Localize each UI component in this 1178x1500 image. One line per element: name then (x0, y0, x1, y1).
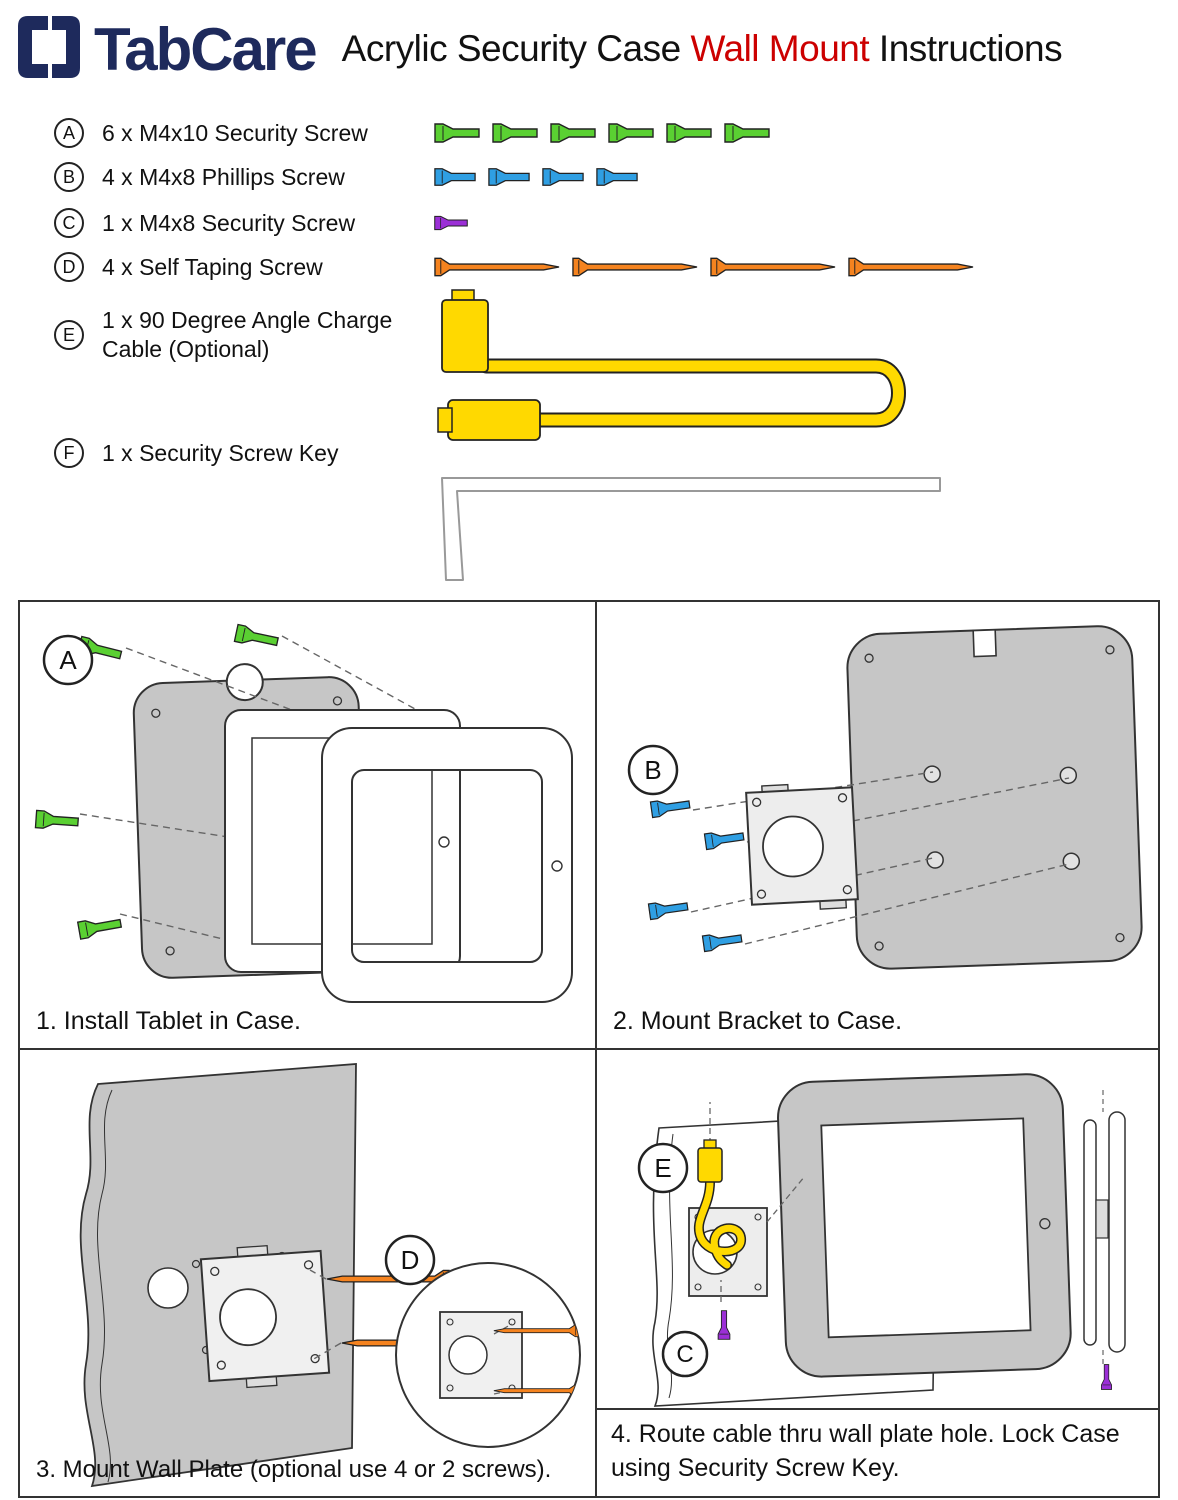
step-3-badge: D (401, 1245, 420, 1275)
parts-list: A 6 x M4x10 Security Screw B 4 x M4x8 Ph… (0, 100, 1178, 598)
part-badge-e: E (54, 320, 84, 350)
step-1-badge: A (59, 645, 77, 675)
step-3-panel: D (20, 1050, 597, 1496)
leader-lines (709, 1102, 806, 1302)
part-label-f: 1 x Security Screw Key (102, 439, 339, 466)
step-4-panel: E C 4. Route cable thru wall plate hole.… (597, 1050, 1158, 1496)
step-4-badge-e-circle (637, 1142, 689, 1194)
part-row-f: F 1 x Security Screw Key (54, 436, 418, 470)
orange-self-tapping-screw-icon (710, 256, 836, 278)
brand-text: TabCare (94, 15, 318, 83)
green-security-screw-icon (550, 120, 596, 146)
part-label-d: 4 x Self Taping Screw (102, 253, 323, 280)
step-1-panel: A 1. Install Tablet in Case. (20, 602, 597, 1050)
orange-self-tapping-screw-icon (572, 256, 698, 278)
part-label-e: 1 x 90 Degree Angle Charge Cable (Option… (102, 307, 393, 362)
purple-security-screw-icons (434, 211, 468, 235)
yellow-charge-cable-icon (434, 288, 956, 465)
blue-phillips-screw-icon (488, 164, 530, 190)
part-badge-b: B (54, 162, 84, 192)
part-row-a: A 6 x M4x10 Security Screw (54, 116, 418, 150)
step-4-badge-c-circle (661, 1330, 709, 1378)
title-prefix: Acrylic Security Case (341, 28, 691, 69)
leader-lines (309, 1269, 342, 1361)
steps-grid: A 1. Install Tablet in Case. (18, 600, 1160, 1498)
case-front-frame (321, 727, 573, 1003)
green-security-screw-icon (666, 120, 712, 146)
part-badge-a: A (54, 118, 84, 148)
step-2-caption: 2. Mount Bracket to Case. (613, 1007, 903, 1035)
orange-self-tapping-screw-icon (848, 256, 974, 278)
page-title: Acrylic Security Case Wall Mount Instruc… (341, 28, 1063, 70)
mount-bracket (745, 783, 859, 910)
blue-phillips-screws (647, 796, 746, 953)
blue-phillips-screw-icon (596, 164, 638, 190)
blue-phillips-screw-icons (434, 164, 638, 190)
part-label-b: 4 x M4x8 Phillips Screw (102, 163, 345, 190)
tabcare-logo-icon (12, 10, 86, 89)
part-row-d: D 4 x Self Taping Screw (54, 250, 418, 284)
part-badge-d: D (54, 252, 84, 282)
step-3-caption: 3. Mount Wall Plate (optional use 4 or 2… (36, 1456, 552, 1483)
part-row-b: B 4 x M4x8 Phillips Screw (54, 160, 418, 194)
step-2-badge-circle (627, 744, 679, 796)
part-label-c: 1 x M4x8 Security Screw (102, 209, 356, 236)
blue-phillips-screw-icon (542, 164, 584, 190)
step-2-badge: B (644, 755, 661, 785)
step-2-diagram: B (627, 625, 1143, 970)
wall-plate (199, 1244, 331, 1389)
green-security-screw-icons (434, 120, 770, 146)
step-1-caption: 1. Install Tablet in Case. (36, 1007, 301, 1035)
orange-self-tapping-screw-icons (434, 256, 974, 278)
green-security-screw-icon (492, 120, 538, 146)
charge-cable (693, 1139, 746, 1270)
standoff-posts (923, 765, 1081, 871)
step-4-caption: 4. Route cable thru wall plate hole. Loc… (597, 1408, 1158, 1496)
part-row-c: C 1 x M4x8 Security Screw (54, 206, 418, 240)
title-suffix: Instructions (869, 28, 1063, 69)
part-badge-c: C (54, 208, 84, 238)
step-1-diagram: A (34, 623, 573, 1003)
step-2-panel: B 2. Mount Bracket to Case. (597, 602, 1158, 1050)
blue-phillips-screw-icon (434, 164, 476, 190)
step-4-diagram: E C (637, 1073, 1126, 1407)
purple-security-screw-icon (434, 211, 468, 235)
green-security-screw-icon (434, 120, 480, 146)
part-label-a: 6 x M4x10 Security Screw (102, 119, 368, 146)
security-screw-key-icon (434, 468, 948, 595)
step-4-badge-c: C (676, 1341, 693, 1368)
side-view (1083, 1090, 1126, 1390)
green-security-screw-icon (608, 120, 654, 146)
orange-self-tapping-screw-icon (434, 256, 560, 278)
step-1-badge-circle (42, 634, 94, 686)
step-3-badge-circle (384, 1234, 436, 1286)
detail-inset (395, 1262, 581, 1448)
part-badge-f: F (54, 438, 84, 468)
part-row-e: E 1 x 90 Degree Angle Charge Cable (Opti… (54, 307, 418, 362)
title-highlight: Wall Mount (690, 28, 870, 69)
step-3-diagram: D (79, 1063, 581, 1488)
header: TabCare Acrylic Security Case Wall Mount… (12, 6, 1170, 92)
green-security-screw-icon (724, 120, 770, 146)
mounted-case (777, 1073, 1072, 1378)
case-back (846, 625, 1143, 970)
step-4-badge-e: E (654, 1153, 671, 1183)
